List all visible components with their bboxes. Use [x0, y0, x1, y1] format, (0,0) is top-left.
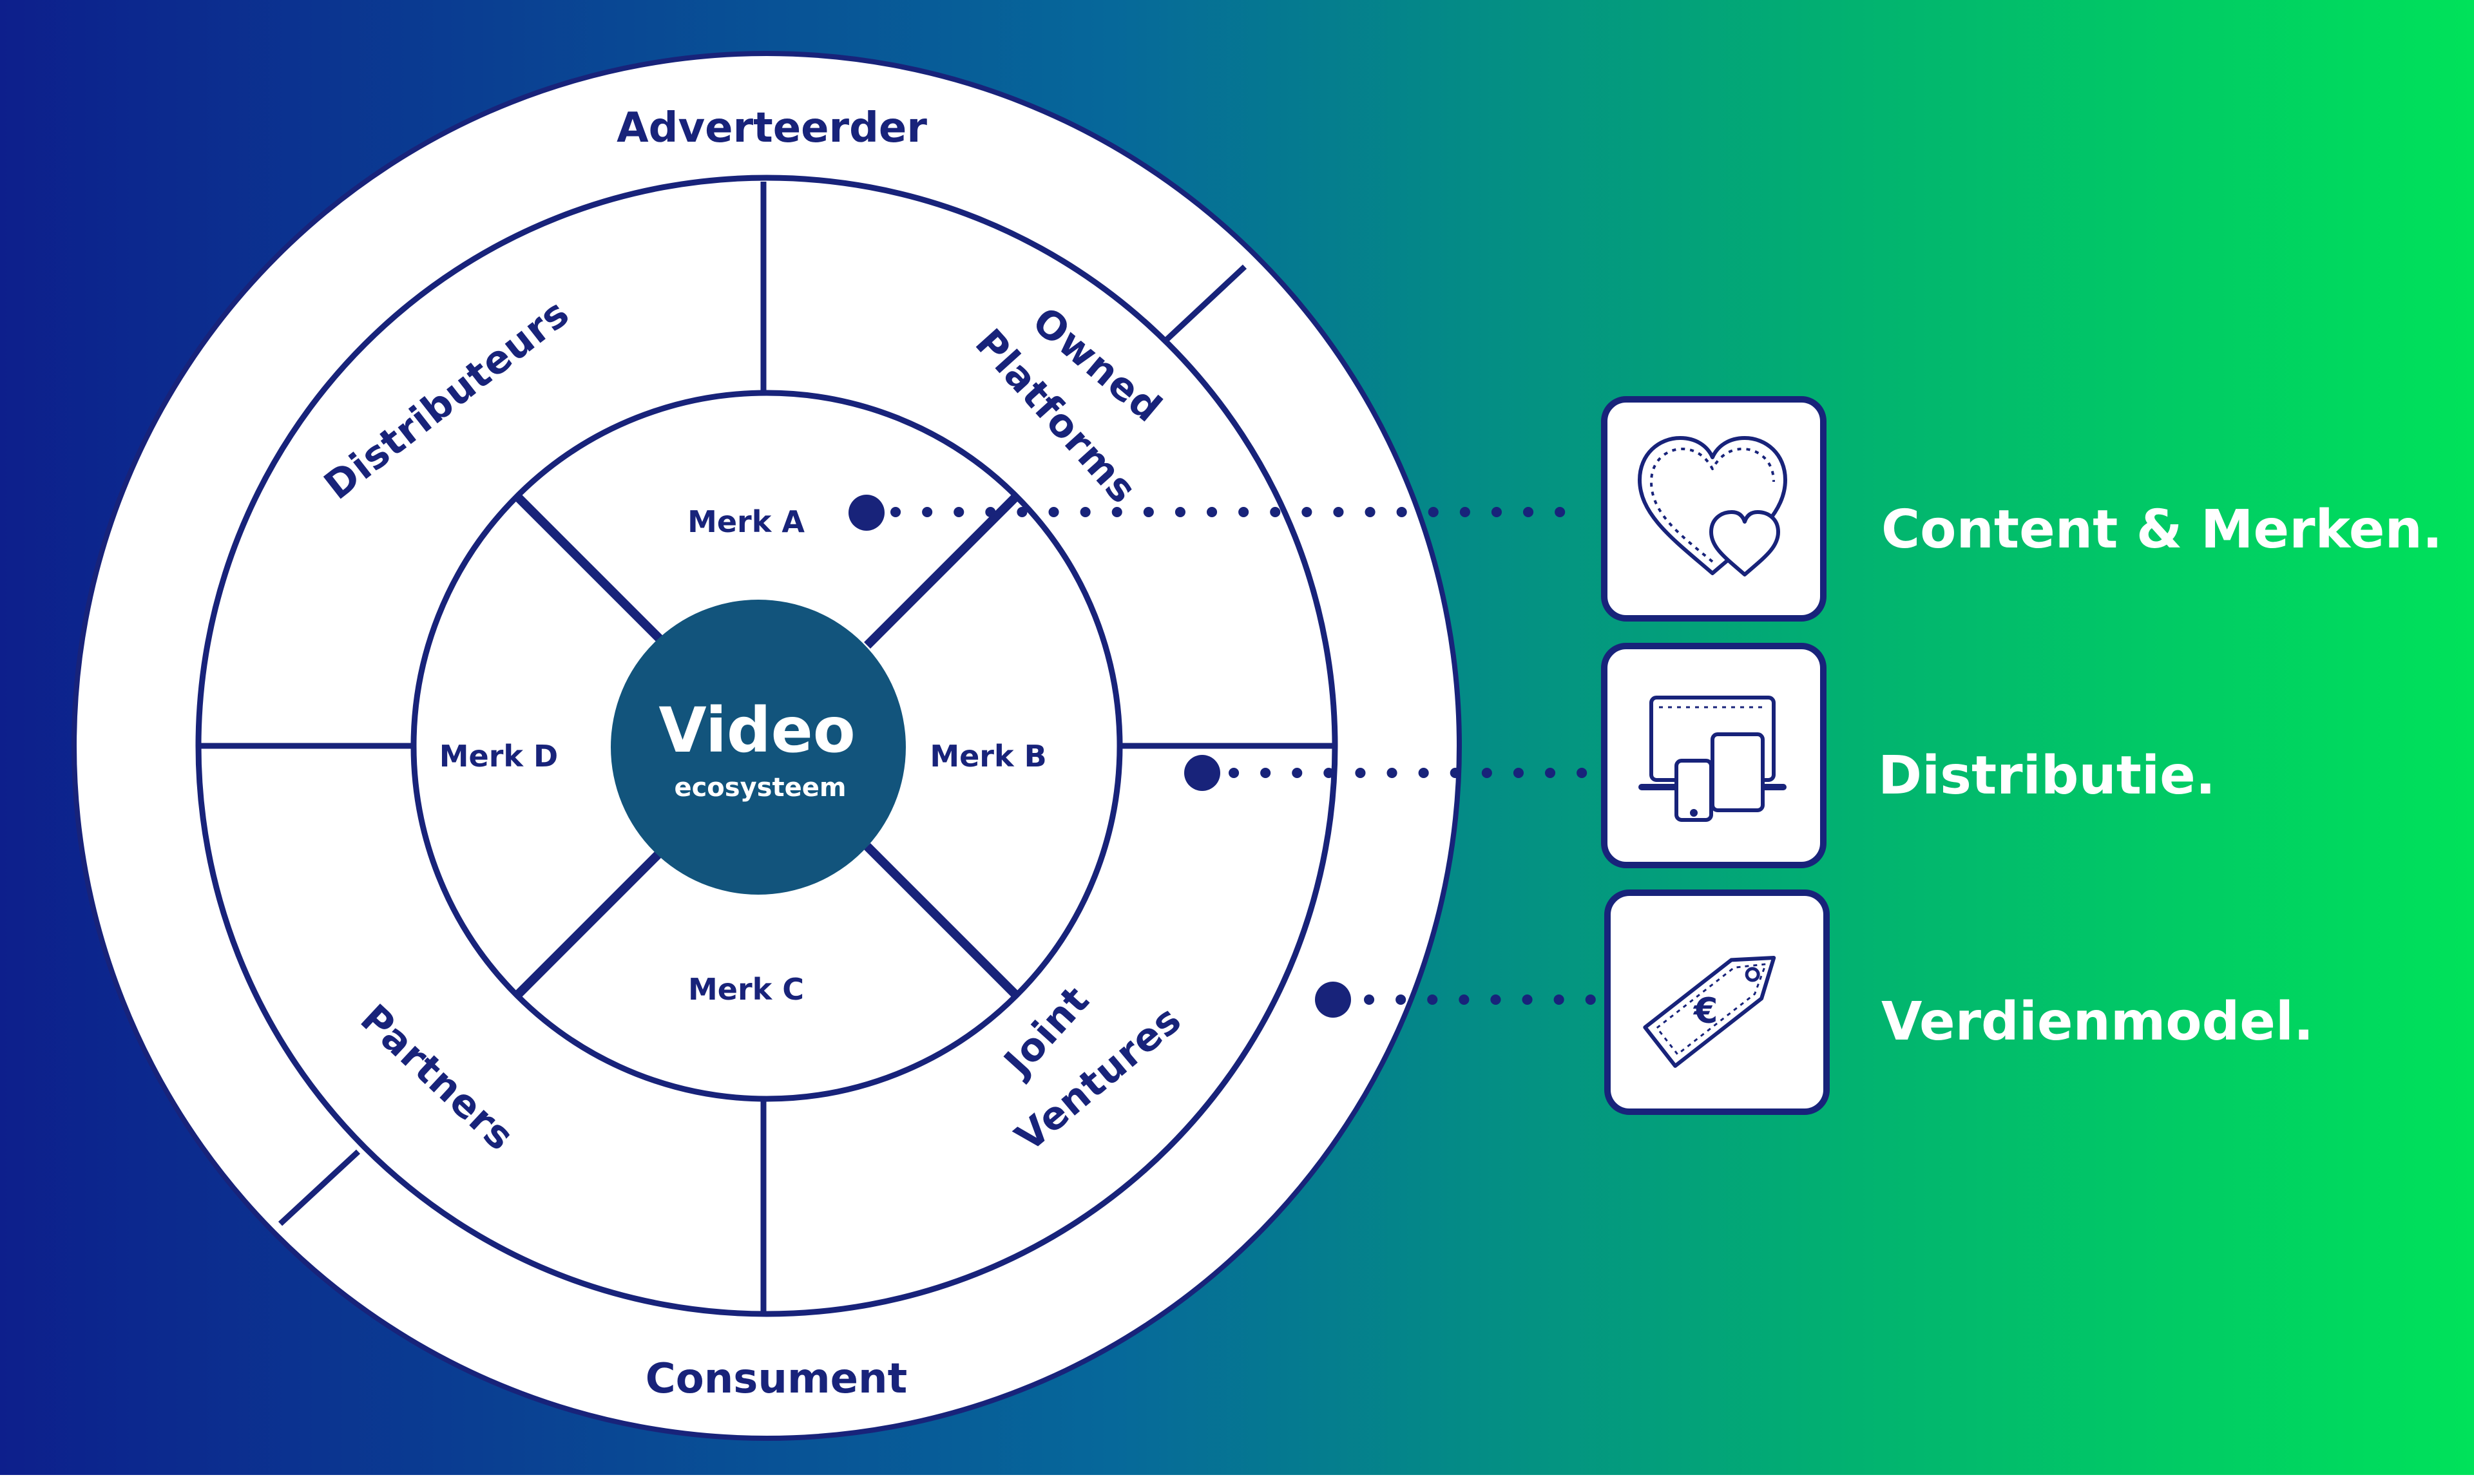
- label-merk-d: Merk D: [439, 739, 558, 774]
- devices-icon: [1638, 696, 1787, 822]
- label-adverteerder: Adverteerder: [617, 104, 927, 152]
- feature-label-content: Content & Merken.: [1881, 499, 2442, 560]
- outer-ring-divider-bottom-left: [278, 1149, 361, 1226]
- svg-text:€: €: [1692, 991, 1718, 1031]
- connector-dot-distributie: [1184, 755, 1220, 791]
- feature-label-verdienmodel: Verdienmodel.: [1881, 991, 2314, 1052]
- merk-divider-top-left: [514, 493, 669, 649]
- label-merk-c: Merk C: [688, 972, 804, 1007]
- merk-divider-bottom-right: [864, 843, 1019, 998]
- label-merk-b: Merk B: [930, 739, 1046, 774]
- feature-label-distributie: Distributie.: [1878, 745, 2216, 806]
- bottom-white-strip: [0, 1475, 2474, 1484]
- hearts-icon: [1638, 436, 1787, 576]
- video-ecosystem-hub: [611, 600, 906, 895]
- merk-divider-bottom-left: [514, 843, 669, 998]
- merk-divider-top-right: [864, 493, 1019, 649]
- hub-title: Video: [658, 694, 855, 766]
- label-consument: Consument: [646, 1355, 907, 1403]
- connector-dot-content: [849, 495, 885, 531]
- connector-dot-verdienmodel: [1315, 982, 1351, 1018]
- label-merk-a: Merk A: [687, 504, 805, 539]
- feature-box-verdienmodel: €: [1604, 889, 1830, 1115]
- euro-price-tag-icon: €: [1643, 956, 1776, 1068]
- feature-box-distributie: [1601, 643, 1827, 868]
- hub-subtitle: ecosysteem: [674, 773, 846, 803]
- outer-ring-divider-top-right: [1164, 264, 1247, 343]
- feature-box-content: [1601, 396, 1827, 622]
